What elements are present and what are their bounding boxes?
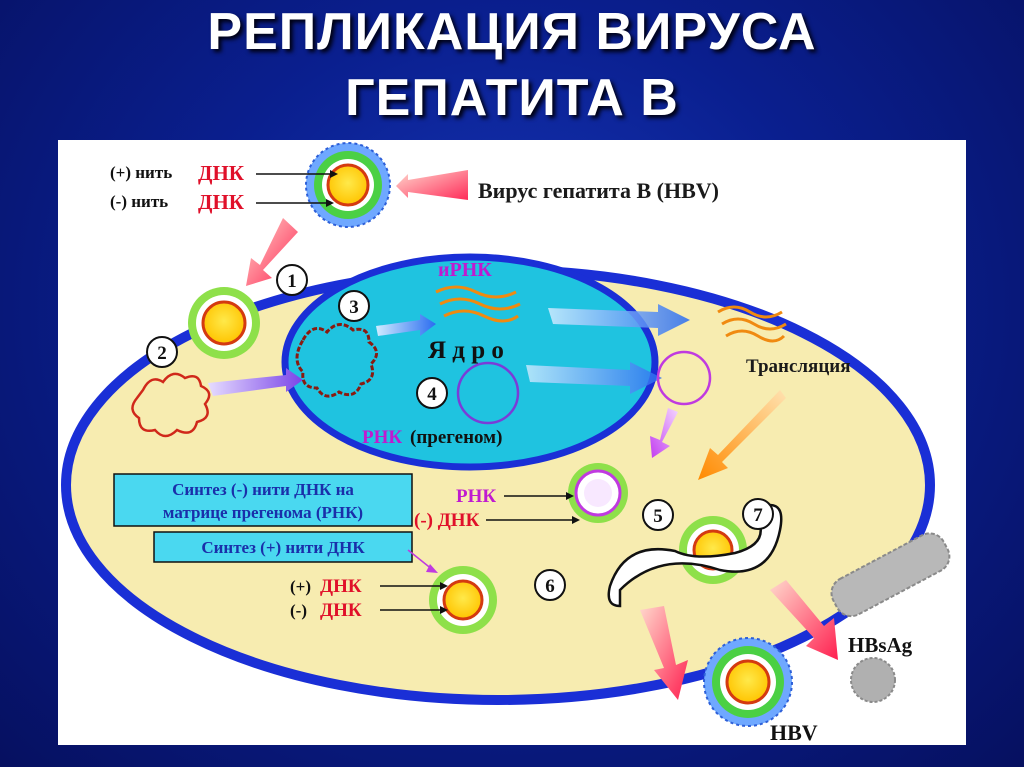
- synthesis-minus-box: [113, 473, 413, 527]
- step-4-number: 4: [427, 384, 437, 405]
- page-title-line-2: ГЕПАТИТА В: [345, 69, 679, 127]
- cytoplasmic-mrna: [717, 305, 787, 343]
- minus-strand-dna-label: ДНК: [198, 190, 245, 214]
- step-6-marker: [534, 569, 566, 601]
- hbsag-filament: [830, 532, 951, 618]
- step-2-marker: [146, 336, 178, 368]
- arrow-rna-export: [526, 362, 662, 394]
- pregenome-rna-cytoplasm: [656, 350, 712, 406]
- nucleus-label: Я д р о: [428, 337, 504, 364]
- minus-strand-label: (-) нить: [110, 192, 168, 211]
- arrow-virion-exit: [640, 606, 688, 700]
- hbv-replication-diagram: (+) нить ДНК (-) нить ДНК Вирус гепатита…: [61, 142, 951, 745]
- step-5-marker: [642, 499, 674, 531]
- minus-dna-label-core: ДНК: [320, 600, 362, 621]
- page-title-line-1: РЕПЛИКАЦИЯ ВИРУСА: [207, 3, 817, 61]
- arrow-entry: [246, 218, 298, 286]
- pregenome-rna-label: РНК: [362, 427, 402, 448]
- step-6-number: 6: [545, 576, 555, 597]
- mature-core: [429, 566, 497, 634]
- arrow-dna-to-nucleus: [208, 368, 303, 396]
- translation-label: Трансляция: [746, 356, 851, 377]
- synthesis-plus-box: [153, 531, 413, 563]
- released-virion: [703, 637, 793, 727]
- step-3-marker: [338, 290, 370, 322]
- hbv-label: HBV: [770, 720, 818, 745]
- step-7-marker: [742, 498, 774, 530]
- viral-dna-cytoplasm: [131, 372, 211, 438]
- step-5-number: 5: [653, 506, 663, 527]
- plus-strand-dna-label: ДНК: [198, 161, 245, 185]
- plus-strand-label: (+) нить: [110, 163, 172, 182]
- cccdna: [295, 323, 378, 398]
- minus-dna-label: (-) ДНК: [414, 510, 480, 531]
- synthesis-minus-line2: матрице прегенома (РНК): [163, 503, 363, 522]
- arrow-virus-label: [396, 170, 468, 200]
- synthesis-minus-line1: Синтез (-) нити ДНК на: [172, 480, 354, 499]
- arrow-core-protein: [698, 390, 786, 480]
- virus-label: Вирус гепатита В (HBV): [478, 178, 719, 203]
- step-7-number: 7: [753, 505, 763, 526]
- arrow-encapsidation: [650, 408, 678, 458]
- diagram-panel: (+) нить ДНК (-) нить ДНК Вирус гепатита…: [58, 140, 966, 745]
- arrow-hbsag-exit: [770, 580, 838, 660]
- hbsag-label: HBsAg: [848, 633, 913, 657]
- incoming-virus: [305, 142, 391, 228]
- arrow-mrna-export: [548, 304, 690, 336]
- step-1-marker: [276, 264, 308, 296]
- arrow-transcription: [376, 314, 436, 336]
- rna-short-label: РНК: [456, 486, 496, 507]
- pregenome-rna-nucleus: [456, 361, 520, 425]
- minus-paren-label: (-): [290, 601, 307, 620]
- step-1-number: 1: [287, 271, 297, 292]
- synthesis-plus-label: Синтез (+) нити ДНК: [201, 538, 365, 557]
- step-2-number: 2: [157, 343, 167, 364]
- hbsag-sphere: [850, 657, 896, 703]
- step-4-marker: [416, 377, 448, 409]
- uncoated-virus: [188, 287, 260, 359]
- pregenome-rest-label: (прегеном): [410, 427, 502, 448]
- core-at-er: [679, 516, 747, 584]
- step-3-number: 3: [349, 297, 359, 318]
- plus-dna-label-core: ДНК: [320, 576, 362, 597]
- capsid-pregenome: [568, 463, 628, 523]
- plus-paren-label: (+): [290, 577, 311, 596]
- mrna-strands: [435, 285, 521, 323]
- mrna-label: иРНК: [438, 259, 492, 281]
